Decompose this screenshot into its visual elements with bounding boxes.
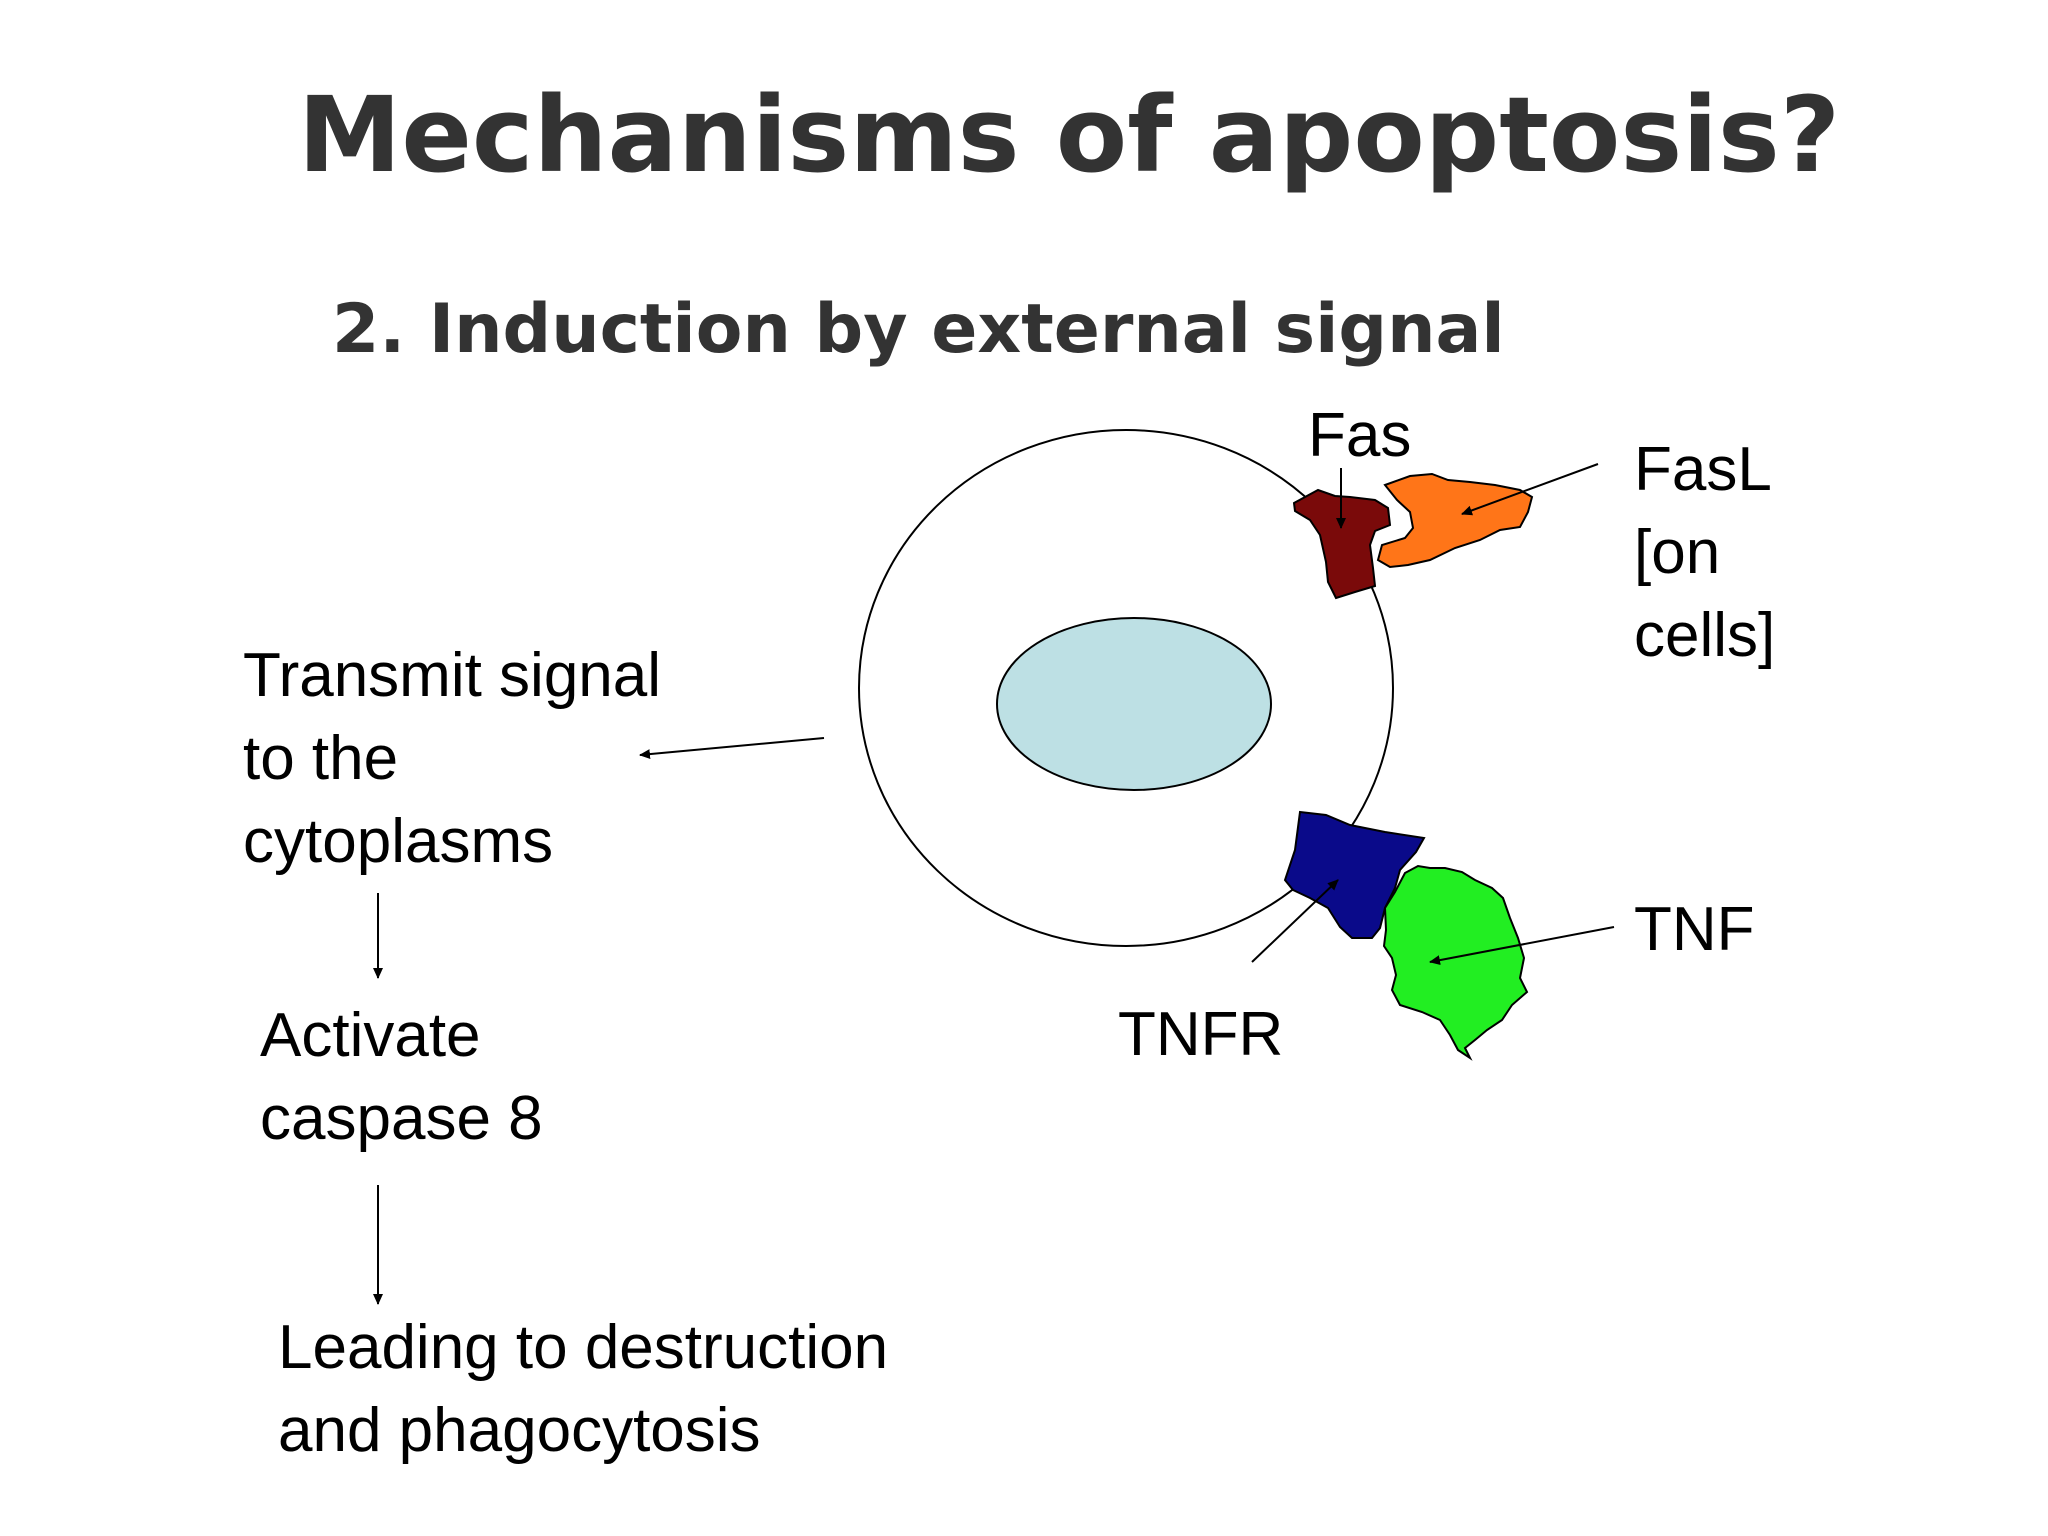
activate-line-2: caspase 8: [260, 1084, 543, 1153]
signal-arrow: [639, 737, 825, 760]
tnf-ligand: [1382, 864, 1529, 1061]
fasl-line-2: [on: [1634, 518, 1721, 587]
tnf-pointer: [1429, 926, 1615, 966]
transmit-signal-text: Transmit signal to the cytoplasms: [243, 634, 661, 883]
fas-receptor: [1292, 488, 1392, 600]
leading-line-1: Leading to destruction: [278, 1313, 889, 1382]
leading-line-2: and phagocytosis: [278, 1396, 761, 1465]
fasl-line-3: cells]: [1634, 601, 1776, 670]
transmit-line-2: to the: [243, 724, 399, 793]
transmit-line-3: cytoplasms: [243, 807, 554, 876]
tnfr-receptor: [1283, 810, 1426, 939]
tnfr-label: TNFR: [1118, 1000, 1284, 1069]
slide-title: Mechanisms of apoptosis?: [297, 74, 1841, 196]
activate-caspase-text: Activate caspase 8: [260, 994, 543, 1160]
slide-subtitle: 2. Induction by external signal: [332, 290, 1505, 369]
fas-label: Fas: [1308, 401, 1412, 470]
cell-nucleus: [996, 617, 1272, 791]
transmit-line-1: Transmit signal: [243, 641, 662, 710]
fasl-ligand: [1376, 472, 1534, 569]
fasl-line-1: FasL: [1634, 435, 1772, 504]
leading-destruction-text: Leading to destruction and phagocytosis: [278, 1306, 888, 1472]
fasl-label: FasL [on cells]: [1634, 428, 1775, 677]
tnfr-pointer: [1251, 879, 1339, 963]
fasl-pointer: [1461, 463, 1599, 516]
cell-membrane: [858, 429, 1394, 947]
tnf-label: TNF: [1634, 895, 1755, 964]
activate-line-1: Activate: [260, 1001, 481, 1070]
